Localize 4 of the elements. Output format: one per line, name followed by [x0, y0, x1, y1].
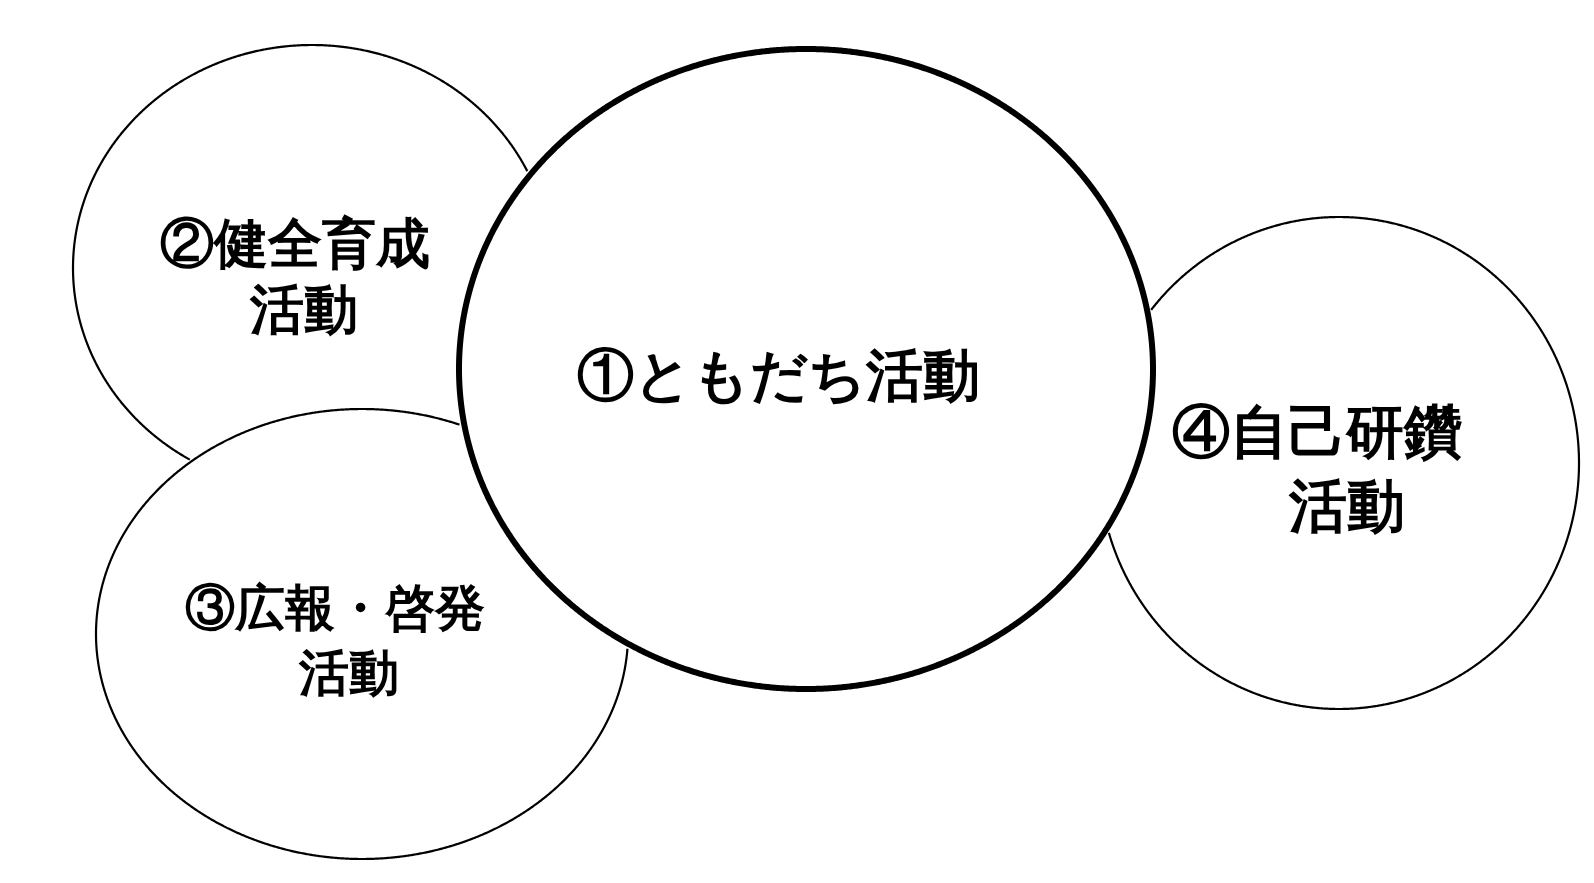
activity-label: ③広報・啓発活動 [184, 579, 486, 703]
activity-label: ①ともだち活動 [575, 341, 981, 409]
activity-label: ④自己研鑽活動 [1171, 398, 1463, 540]
activity-label: ②健全育成活動 [159, 212, 431, 341]
